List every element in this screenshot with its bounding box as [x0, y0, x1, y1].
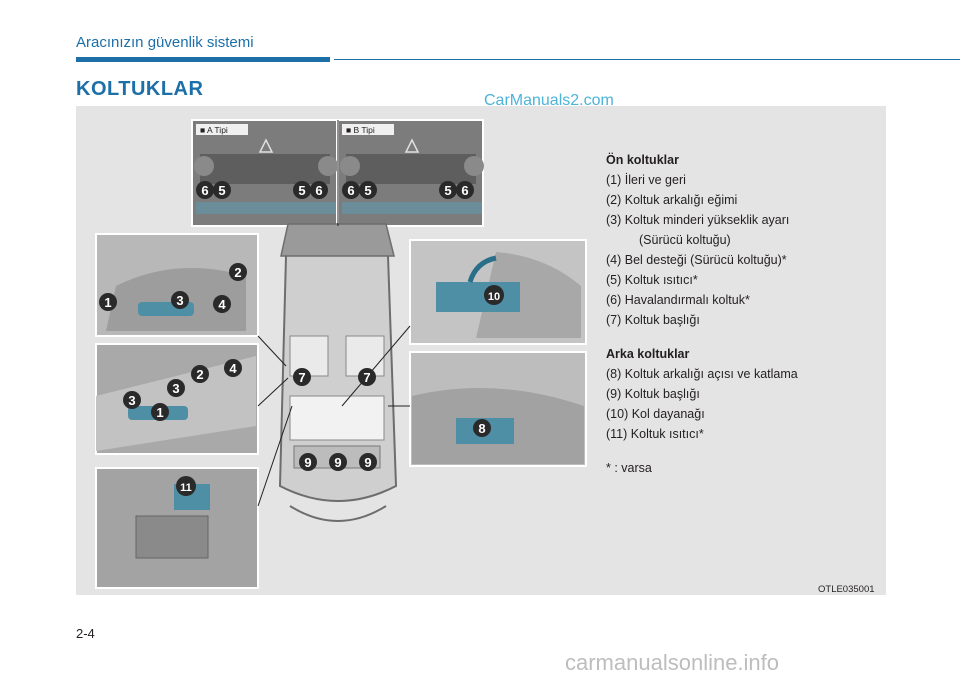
callout-6: 6 — [342, 181, 360, 199]
rear-item: (11) Koltuk ısıtıcı* — [606, 427, 704, 441]
armrest-inset — [341, 239, 587, 407]
front-item: (1) İleri ve geri — [606, 173, 686, 187]
callout-6: 6 — [310, 181, 328, 199]
front-item: (4) Bel desteği (Sürücü koltuğu)* — [606, 253, 787, 267]
svg-text:9: 9 — [364, 455, 371, 470]
svg-text:3: 3 — [172, 381, 179, 396]
seats-figure: ■ A Tipi ■ B Tipi — [76, 106, 886, 595]
svg-text:5: 5 — [218, 183, 225, 198]
front-item: (6) Havalandırmalı koltuk* — [606, 293, 750, 307]
callout-1: 1 — [151, 403, 169, 421]
svg-text:3: 3 — [128, 393, 135, 408]
callout-11: 11 — [176, 476, 196, 496]
svg-text:4: 4 — [229, 361, 237, 376]
callout-5: 5 — [359, 181, 377, 199]
front-item: (2) Koltuk arkalığı eğimi — [606, 193, 738, 207]
svg-text:5: 5 — [298, 183, 305, 198]
rear-item: (8) Koltuk arkalığı açısı ve katlama — [606, 367, 798, 381]
callout-5: 5 — [213, 181, 231, 199]
svg-text:3: 3 — [176, 293, 183, 308]
front-seats-heading: Ön koltuklar — [606, 153, 679, 167]
svg-text:5: 5 — [364, 183, 371, 198]
header-rule-thin — [334, 59, 960, 60]
svg-text:7: 7 — [363, 370, 370, 385]
svg-text:9: 9 — [304, 455, 311, 470]
callout-numbers: 6 5 5 6 6 5 5 6 2 1 3 4 3 2 4 3 1 10 7 7… — [99, 181, 504, 496]
seat-side-inset-1 — [95, 233, 287, 367]
inset-label-b: ■ B Tipi — [346, 125, 375, 135]
svg-text:5: 5 — [444, 183, 451, 198]
watermark-top: CarManuals2.com — [484, 92, 614, 109]
callout-10: 10 — [484, 285, 504, 305]
svg-text:1: 1 — [156, 405, 163, 420]
rear-item: (9) Koltuk başlığı — [606, 387, 700, 401]
seats-illustration: ■ A Tipi ■ B Tipi — [95, 119, 587, 589]
svg-text:6: 6 — [347, 183, 354, 198]
svg-text:2: 2 — [196, 367, 203, 382]
callout-7: 7 — [358, 368, 376, 386]
svg-text:10: 10 — [488, 291, 500, 303]
image-code: OTLE035001 — [818, 584, 875, 595]
dashboard-inset-a: ■ A Tipi — [191, 119, 338, 227]
front-item: (3) Koltuk minderi yükseklik ayarı — [606, 213, 790, 227]
svg-text:6: 6 — [461, 183, 468, 198]
spacer — [606, 444, 878, 458]
svg-text:11: 11 — [180, 482, 192, 494]
callout-6: 6 — [456, 181, 474, 199]
callout-9: 9 — [359, 453, 377, 471]
callout-5: 5 — [293, 181, 311, 199]
footnote: * : varsa — [606, 461, 652, 475]
watermark-bottom: carmanualsonline.info — [565, 650, 780, 675]
svg-text:9: 9 — [334, 455, 341, 470]
rear-seat-inset — [388, 351, 587, 467]
callout-7: 7 — [293, 368, 311, 386]
svg-text:1: 1 — [104, 295, 111, 310]
section-title: Aracınızın güvenlik sistemi — [76, 34, 254, 51]
callout-8: 8 — [473, 419, 491, 437]
callout-1: 1 — [99, 293, 117, 311]
svg-text:6: 6 — [201, 183, 208, 198]
page-heading: KOLTUKLAR — [76, 78, 204, 100]
svg-text:7: 7 — [298, 370, 305, 385]
rear-seats-heading: Arka koltuklar — [606, 347, 690, 361]
callout-5: 5 — [439, 181, 457, 199]
page-number: 2-4 — [76, 626, 95, 641]
callout-2: 2 — [229, 263, 247, 281]
svg-text:4: 4 — [218, 297, 226, 312]
callout-9: 9 — [299, 453, 317, 471]
header-rule-thick — [76, 57, 330, 62]
callout-4: 4 — [213, 295, 231, 313]
callout-4: 4 — [224, 359, 242, 377]
dashboard-inset-b: ■ B Tipi — [337, 119, 484, 227]
callout-3: 3 — [167, 379, 185, 397]
spacer — [606, 330, 878, 344]
seat-side-inset-2 — [95, 343, 289, 455]
callout-6: 6 — [196, 181, 214, 199]
callout-3: 3 — [171, 291, 189, 309]
callout-2: 2 — [191, 365, 209, 383]
callout-3: 3 — [123, 391, 141, 409]
svg-text:2: 2 — [234, 265, 241, 280]
caption-block: Ön koltuklar (1) İleri ve geri (2) Koltu… — [606, 150, 878, 478]
front-item: (7) Koltuk başlığı — [606, 313, 700, 327]
inset-label-a: ■ A Tipi — [200, 125, 228, 135]
callout-9: 9 — [329, 453, 347, 471]
svg-text:6: 6 — [315, 183, 322, 198]
front-item: (5) Koltuk ısıtıcı* — [606, 273, 698, 287]
front-item-continuation: (Sürücü koltuğu) — [639, 233, 731, 247]
svg-text:8: 8 — [478, 421, 485, 436]
rear-item: (10) Kol dayanağı — [606, 407, 705, 421]
